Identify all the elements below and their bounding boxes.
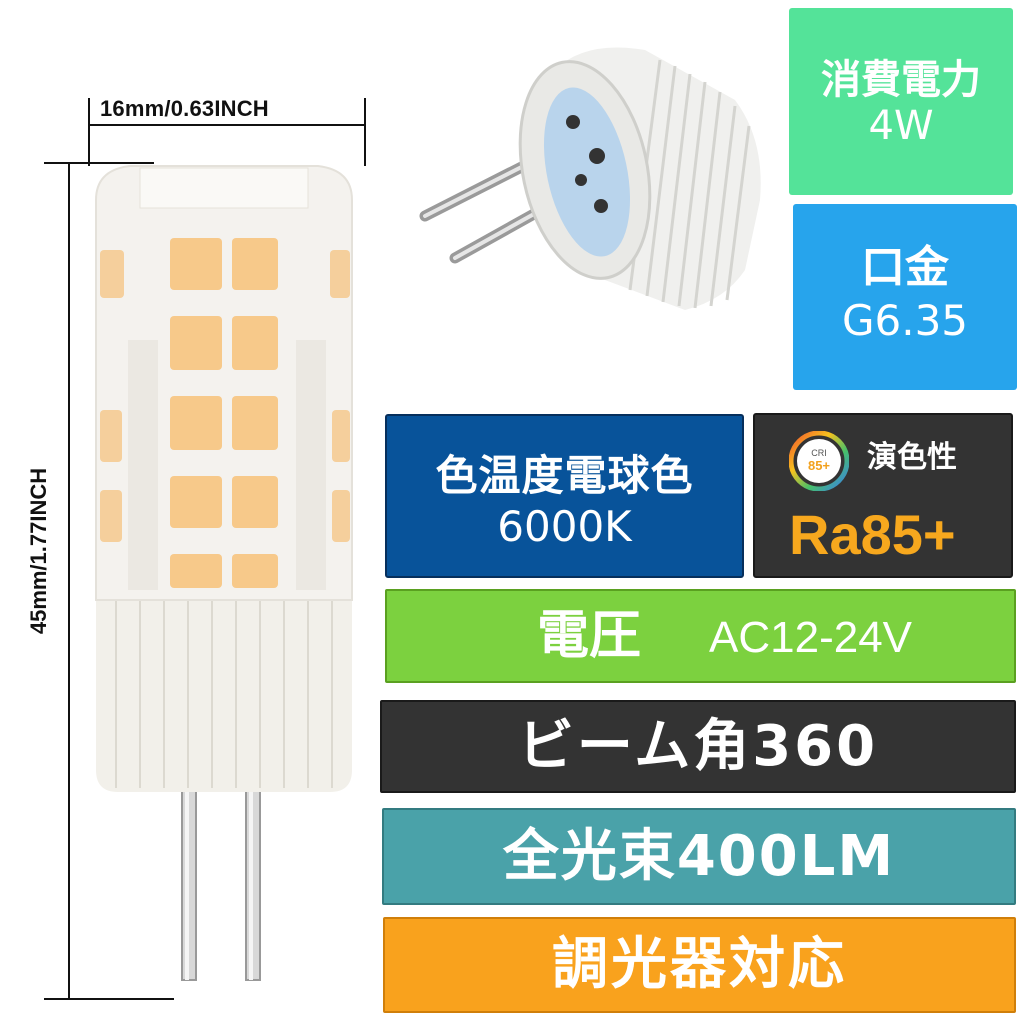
width-dimension-label: 16mm/0.63INCH [100, 96, 269, 121]
base-value: G6.35 [841, 296, 969, 345]
height-dimension-tick-bottom [44, 998, 174, 1000]
spec-panel-beam-angle: ビーム角360 [380, 700, 1016, 793]
closeup-ceramic-cylinder [518, 47, 761, 310]
bulb-base-closeup-image [419, 47, 761, 310]
width-dimension-tick-left [88, 98, 90, 166]
cri-badge-value: 85+ [808, 458, 830, 473]
cri-label: 演色性 [867, 440, 957, 475]
width-dimension-line [88, 124, 366, 126]
cri-value: Ra85+ [789, 503, 956, 566]
height-dimension-tick-top [44, 162, 154, 164]
bulb-body [95, 165, 353, 601]
height-dimension-line [68, 162, 70, 1000]
cri-badge-icon: CRI 85+ [789, 431, 849, 491]
height-dimension-label: 45mm/1.77INCH [26, 467, 51, 635]
spec-panel-power: 消費電力 4W [789, 8, 1013, 195]
power-label: 消費電力 [821, 57, 981, 103]
spec-panel-dimmable: 調光器対応 [383, 917, 1016, 1013]
spec-panel-luminous-flux: 全光束400LM [382, 808, 1016, 905]
led-chips [100, 238, 350, 590]
color-temperature-value: 6000K [497, 502, 632, 551]
beam-angle-text: ビーム角360 [517, 714, 879, 779]
color-temperature-label: 色温度電球色 [435, 451, 694, 500]
led-bulb-image [95, 165, 353, 981]
luminous-flux-text: 全光束400LM [502, 824, 896, 889]
width-dimension-tick-right [364, 98, 366, 166]
dimmable-text: 調光器対応 [552, 932, 847, 997]
base-label: 口金 [861, 242, 949, 293]
voltage-label: 電圧 [537, 606, 642, 666]
spec-panel-cri: CRI 85+ 演色性 Ra85+ [753, 413, 1013, 578]
spec-panel-color-temperature: 色温度電球色 6000K [385, 414, 744, 578]
voltage-value: AC12-24V [709, 613, 913, 662]
spec-panel-voltage: 電圧 AC12-24V [385, 589, 1016, 683]
cri-badge-top: CRI [811, 448, 827, 458]
spec-panel-base: 口金 G6.35 [793, 204, 1017, 390]
power-value: 4W [868, 103, 934, 149]
bulb-ceramic-base [96, 596, 352, 792]
